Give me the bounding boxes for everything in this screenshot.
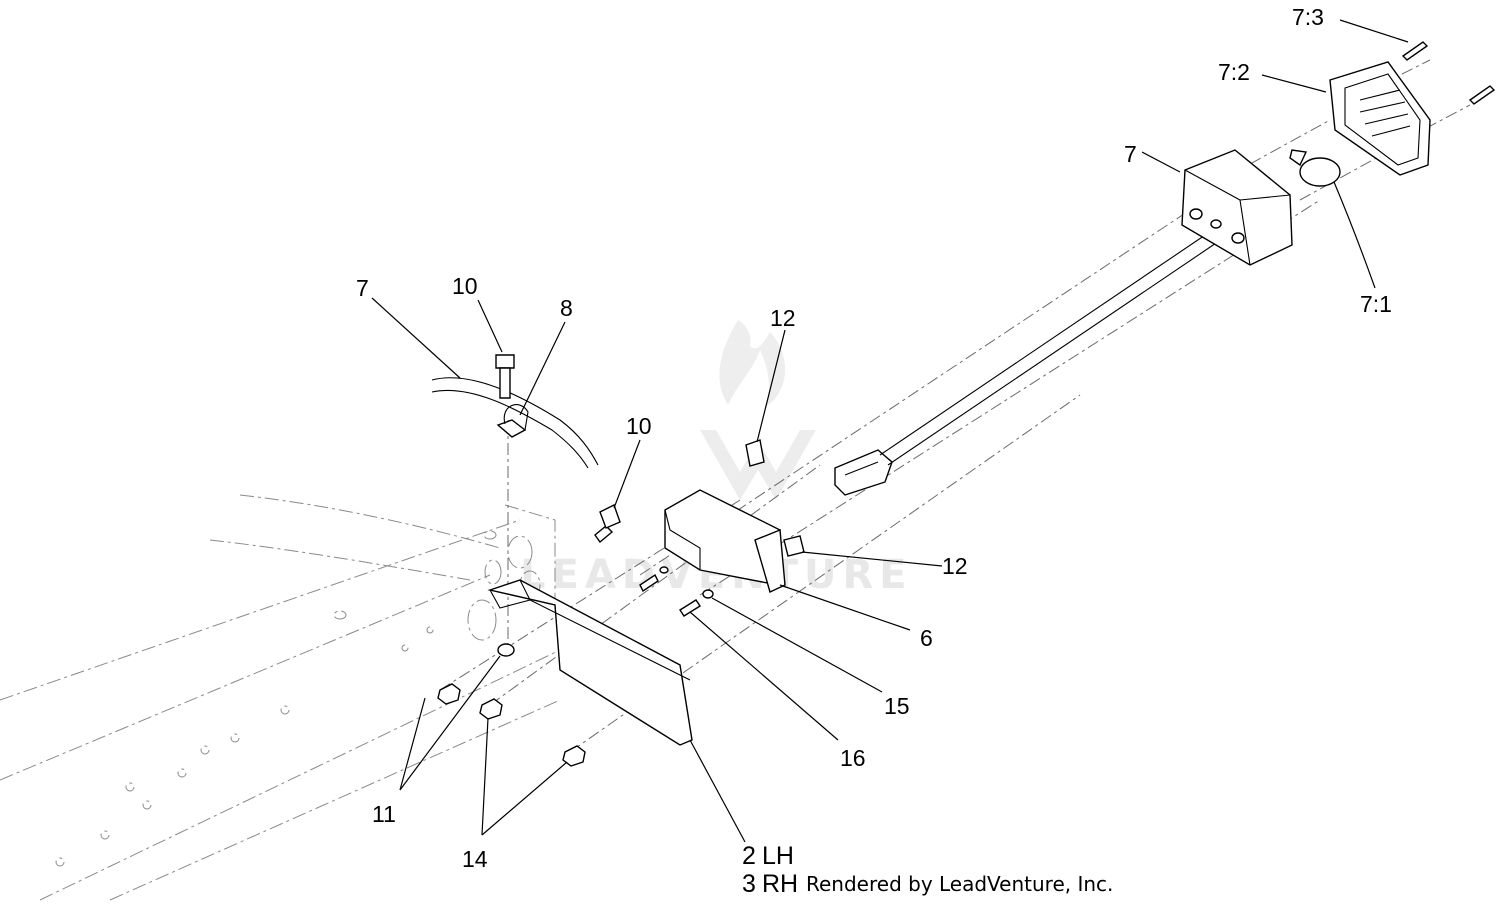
- lens-screws: [1401, 41, 1496, 105]
- wire-harness-long: [879, 224, 1229, 466]
- screw-16-and-washer-15: [639, 566, 714, 617]
- callout-2: 2: [742, 842, 756, 870]
- watermark: LEADVENTURE: [520, 320, 907, 598]
- callout-7-3: 7:3: [1292, 4, 1324, 30]
- callout-12-top: 12: [770, 305, 796, 331]
- bolt-10-mid: [594, 504, 621, 544]
- leader-lines: [371, 19, 1409, 843]
- lamp-lens: [1329, 61, 1431, 176]
- callout-7-1: 7:1: [1360, 291, 1392, 317]
- wire-harness-left: [431, 377, 599, 469]
- callout-15: 15: [884, 693, 910, 719]
- callout-labels: 7:3 7:2 7 7:1 7 10 8 12 10 12 6 15 16 11…: [356, 4, 1392, 898]
- harness-clamp: [496, 404, 529, 438]
- lamp-housing: [1181, 149, 1293, 266]
- render-credit: Rendered by LeadVenture, Inc.: [806, 872, 1113, 896]
- bulb: [1289, 149, 1341, 187]
- callout-11: 11: [372, 801, 396, 827]
- screws-12: [745, 439, 805, 557]
- callout-7-2: 7:2: [1218, 59, 1250, 85]
- callout-10-top: 10: [452, 273, 478, 299]
- nuts: [437, 643, 586, 767]
- callout-6: 6: [920, 625, 933, 651]
- bolt-10-top: [495, 354, 515, 399]
- light-mount-bracket: [664, 489, 786, 593]
- callout-7-housing: 7: [1124, 141, 1137, 167]
- callout-16: 16: [840, 745, 866, 771]
- callout-8: 8: [560, 295, 573, 321]
- mounting-bracket: [487, 579, 693, 746]
- callout-10-mid: 10: [626, 413, 652, 439]
- callout-14: 14: [462, 846, 488, 872]
- harness-connector: [834, 449, 893, 496]
- callout-7-harness: 7: [356, 275, 369, 301]
- callout-3: 3: [742, 870, 756, 898]
- callout-rh: RH: [762, 870, 798, 898]
- callout-lh: LH: [762, 842, 794, 870]
- frame-rail-phantom: [0, 494, 561, 901]
- callout-12-mid: 12: [942, 553, 968, 579]
